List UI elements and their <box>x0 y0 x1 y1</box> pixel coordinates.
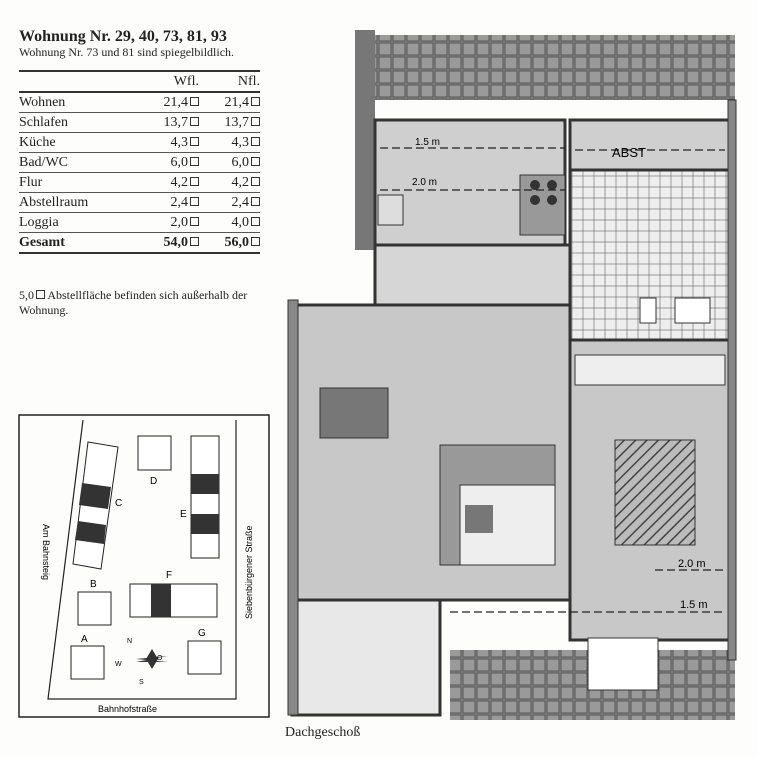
washbasin <box>674 297 711 324</box>
street-right: Siebenbürgener Straße <box>244 525 254 619</box>
building-f <box>129 583 218 618</box>
floor-plan: 1.5 m 2.0 m ABST 2.0 m 1.5 m <box>287 30 737 720</box>
storage-room <box>568 118 732 172</box>
room-name: Schlafen <box>19 112 138 133</box>
room-name: Abstellraum <box>19 192 138 213</box>
col-wfl: Wfl. <box>137 71 199 93</box>
nfl-value: 4,2 <box>198 172 260 193</box>
chimney-wall <box>355 30 375 250</box>
col-nfl: Nfl. <box>198 71 260 93</box>
street-bottom: Bahnhofstraße <box>98 704 157 714</box>
compass-w: W <box>115 661 122 668</box>
wfl-value: 4,2 <box>137 172 199 193</box>
wfl-value: 13,7 <box>137 112 199 133</box>
nfl-value: 13,7 <box>198 112 260 133</box>
label-kitchen-20m: 2.0 m <box>412 177 437 188</box>
note-text: Abstellfläche befinden sich außerhalb de… <box>19 288 248 317</box>
label-kitchen-15m: 1.5 m <box>415 137 440 148</box>
room-name: Küche <box>19 132 138 153</box>
table-row: Schlafen 13,7 13,7 <box>19 112 260 133</box>
label-d: D <box>150 476 157 487</box>
storage-note: 5,0 Abstellfläche befinden sich außerhal… <box>19 288 269 318</box>
nfl-value: 2,4 <box>198 192 260 213</box>
wfl-value: 54,0 <box>137 232 199 254</box>
street-left: Am Bahnsteig <box>41 524 51 580</box>
roof-top <box>375 35 735 100</box>
building-g <box>187 640 222 675</box>
table-row: Abstellraum 2,4 2,4 <box>19 192 260 213</box>
dining-table <box>319 387 389 439</box>
label-bed-20m: 2.0 m <box>678 558 706 570</box>
compass-n: N <box>127 638 132 645</box>
note-value: 5,0 <box>19 288 34 302</box>
table-row: Flur 4,2 4,2 <box>19 172 260 193</box>
label-a: A <box>81 634 88 645</box>
table-row: Gesamt 54,0 56,0 <box>19 232 260 254</box>
room-name: Loggia <box>19 212 138 233</box>
nfl-value: 4,0 <box>198 212 260 233</box>
label-c: C <box>115 498 122 509</box>
nfl-value: 56,0 <box>198 232 260 254</box>
table-row: Bad/WC 6,0 6,0 <box>19 152 260 173</box>
bed <box>614 439 696 546</box>
building-e <box>190 435 220 559</box>
nfl-value: 21,4 <box>198 92 260 113</box>
room-name: Flur <box>19 172 138 193</box>
building-b <box>77 591 112 626</box>
table-row: Küche 4,3 4,3 <box>19 132 260 153</box>
apartment-subtitle: Wohnung Nr. 73 und 81 sind spiegelbildli… <box>19 45 235 59</box>
site-plan: C D E F B A G N O W S Bahnhofstraße Am B… <box>18 414 270 718</box>
table-row: Wohnen 21,4 21,4 <box>19 92 260 113</box>
loggia <box>290 598 442 717</box>
label-f: F <box>166 570 172 581</box>
loggia-table <box>587 637 659 691</box>
building-d <box>137 435 172 471</box>
toilet <box>639 297 657 324</box>
wfl-value: 6,0 <box>137 152 199 173</box>
compass-s: S <box>139 679 144 686</box>
label-e: E <box>180 509 187 520</box>
label-b: B <box>90 579 97 590</box>
floor-caption: Dachgeschoß <box>285 725 361 740</box>
room-name: Gesamt <box>19 232 138 254</box>
col-room <box>19 71 138 93</box>
label-abst: ABST <box>612 145 646 160</box>
stove <box>519 174 566 236</box>
room-name: Bad/WC <box>19 152 138 173</box>
wfl-value: 4,3 <box>137 132 199 153</box>
table-row: Loggia 2,0 4,0 <box>19 212 260 233</box>
building-a <box>70 645 105 680</box>
apartment-title: Wohnung Nr. 29, 40, 73, 81, 93 <box>19 28 227 45</box>
label-g: G <box>198 628 206 639</box>
room-name: Wohnen <box>19 92 138 113</box>
nfl-value: 4,3 <box>198 132 260 153</box>
wfl-value: 2,4 <box>137 192 199 213</box>
compass-o: O <box>157 655 163 662</box>
wfl-value: 2,0 <box>137 212 199 233</box>
sink <box>377 194 404 226</box>
wfl-value: 21,4 <box>137 92 199 113</box>
label-bed-15m: 1.5 m <box>680 599 708 611</box>
wardrobe <box>574 354 726 386</box>
nfl-value: 6,0 <box>198 152 260 173</box>
table-header: Wfl. Nfl. <box>19 71 260 93</box>
